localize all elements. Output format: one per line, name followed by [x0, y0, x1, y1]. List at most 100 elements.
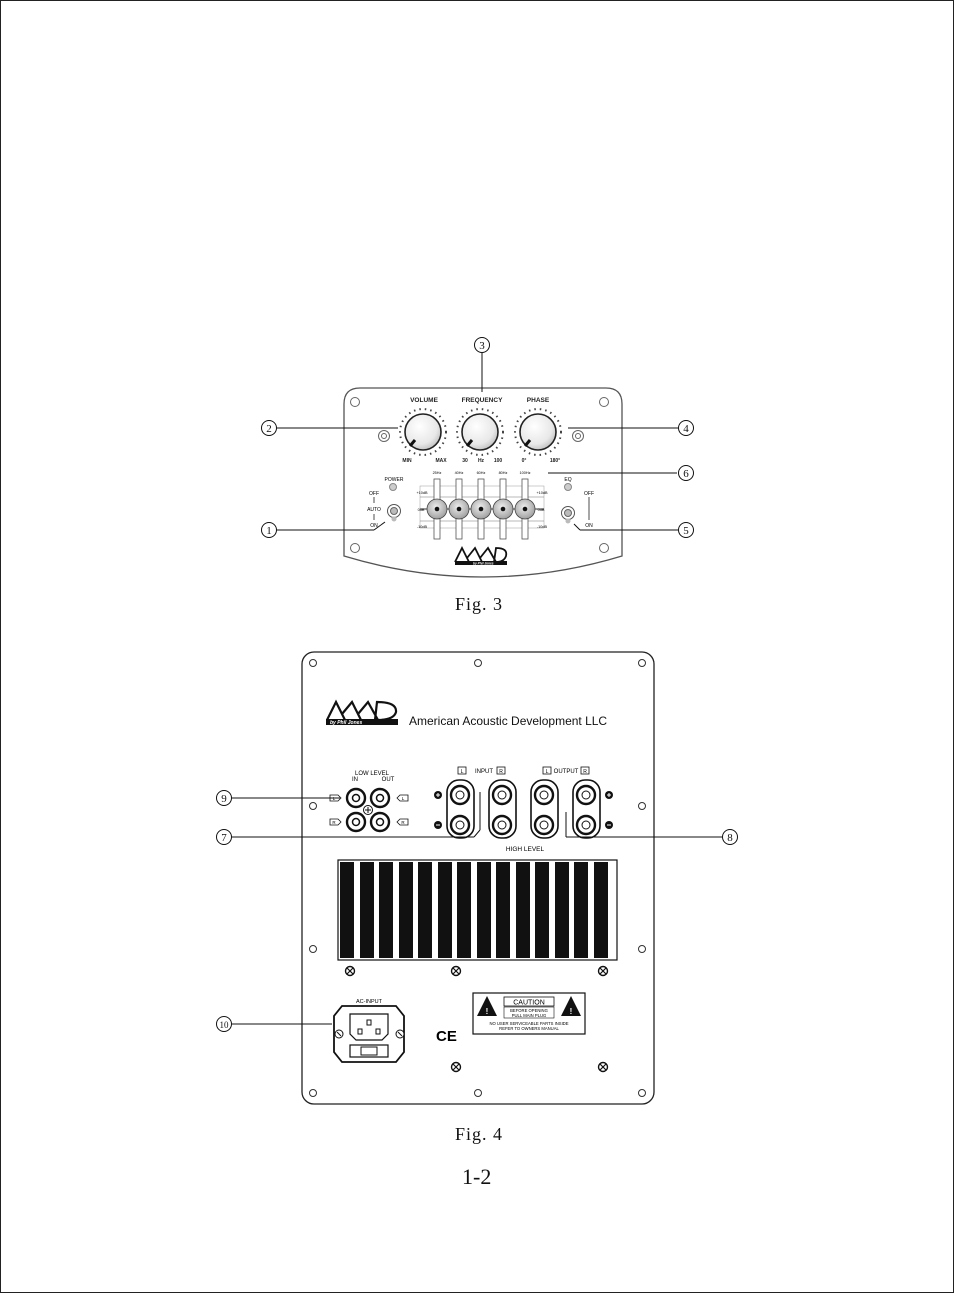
- callout-9: 9: [221, 793, 227, 805]
- low-in-right-channel: R: [332, 820, 336, 825]
- eq-slider-80hz[interactable]: [492, 478, 514, 540]
- left-switch-auto-label: AUTO: [367, 507, 381, 513]
- output-r-negative-terminal[interactable]: [575, 814, 597, 836]
- phase-knob[interactable]: [514, 408, 562, 456]
- power-indicator: [389, 483, 397, 491]
- eq-scale-bottom-right: -10dB: [537, 525, 548, 529]
- caution-title: CAUTION: [513, 1000, 545, 1007]
- eq-slider-40hz[interactable]: [448, 478, 470, 540]
- output-r-positive-terminal[interactable]: [575, 784, 597, 806]
- callout-1: 1: [266, 525, 272, 537]
- eq-band-60hz-label: 60Hz: [477, 471, 486, 475]
- eq-indicator: [564, 483, 572, 491]
- output-l-positive-terminal[interactable]: [533, 784, 555, 806]
- eq-section: 25Hz 40Hz 60Hz 80Hz 100Hz +10dB 0dB -10d…: [416, 471, 548, 540]
- volume-min-label: MIN: [402, 458, 412, 464]
- ce-mark: CE: [436, 1028, 457, 1045]
- right-switch-on-label: ON: [585, 523, 593, 529]
- eq-band-25hz-label: 25Hz: [433, 471, 442, 475]
- fig4-caption: Fig. 4: [455, 1124, 504, 1144]
- input-r-negative-terminal[interactable]: [491, 814, 513, 836]
- phase-label: PHASE: [527, 397, 550, 404]
- fig4-callouts: [216, 790, 738, 1032]
- low-level-rca-jacks: LOW LEVEL IN OUT L: [329, 771, 409, 833]
- low-level-in-label: IN: [352, 777, 358, 783]
- high-level-terminals: L INPUT R L OUTPUT R: [434, 766, 613, 853]
- aad-logo-fig3: by Phil Jones: [454, 545, 508, 566]
- auto-power-toggle-switch[interactable]: [387, 504, 401, 522]
- ac-input-socket[interactable]: AC-INPUT: [333, 999, 405, 1063]
- output-label: OUTPUT: [554, 769, 579, 775]
- heatsink-fins: [337, 859, 618, 961]
- volume-max-label: MAX: [435, 458, 447, 464]
- eq-scale-top-left: +10dB: [416, 491, 428, 495]
- frequency-min-label: 30: [462, 458, 468, 464]
- eq-scale-mid-right: 0dB: [538, 508, 545, 512]
- eq-scale-top-right: +10dB: [536, 491, 548, 495]
- input-label: INPUT: [475, 769, 493, 775]
- eq-slider-100hz[interactable]: [514, 478, 536, 540]
- rear-screw-holes: [309, 659, 646, 1097]
- frequency-max-label: 100: [494, 458, 503, 464]
- output-l-negative-terminal[interactable]: [533, 814, 555, 836]
- aad-logo-fig4: by Phil Jones: [326, 699, 398, 726]
- callout-7: 7: [221, 832, 227, 844]
- callout-8: 8: [727, 832, 733, 844]
- fig3-caption: Fig. 3: [455, 594, 504, 614]
- logo-sub-fig3: by Phil Jones: [473, 562, 494, 566]
- power-label: POWER: [385, 477, 404, 483]
- phase-min-label: 0°: [522, 458, 527, 464]
- fig3-callouts: [261, 337, 694, 538]
- eq-band-100hz-label: 100Hz: [520, 471, 531, 475]
- frequency-knob[interactable]: [456, 408, 504, 456]
- output-channel-r: R: [583, 769, 587, 775]
- eq-label: EQ: [564, 477, 571, 483]
- input-r-positive-terminal[interactable]: [491, 784, 513, 806]
- figure-4-rear-panel: by Phil Jones American Acoustic Developm…: [216, 651, 738, 1105]
- input-channel-l: L: [461, 769, 464, 775]
- input-l-positive-terminal[interactable]: [449, 784, 471, 806]
- phase-max-label: 180°: [550, 458, 560, 464]
- callout-6: 6: [683, 468, 689, 480]
- callout-3: 3: [479, 340, 485, 352]
- rca-in-right[interactable]: [345, 811, 367, 833]
- callout-2: 2: [266, 423, 272, 435]
- svg-text:!: !: [486, 1007, 489, 1016]
- eq-scale-bottom-left: -10dB: [417, 525, 428, 529]
- low-level-out-label: OUT: [382, 777, 395, 783]
- logo-sub-fig4: by Phil Jones: [330, 720, 362, 726]
- ac-input-label: AC-INPUT: [356, 999, 383, 1005]
- right-switch-off-label: OFF: [584, 491, 594, 497]
- input-l-negative-terminal[interactable]: [449, 814, 471, 836]
- company-name: American Acoustic Development LLC: [409, 714, 607, 728]
- callout-4: 4: [683, 423, 689, 435]
- eq-toggle-switch[interactable]: [561, 506, 575, 524]
- panel-screw-holes: [350, 397, 609, 553]
- caution-line3: NO USER SERVICEABLE PARTS INSIDE: [489, 1021, 568, 1026]
- rca-in-left[interactable]: [345, 787, 367, 809]
- page-number: 1-2: [462, 1164, 492, 1189]
- input-channel-r: R: [499, 769, 503, 775]
- caution-line4: REFER TO OWNERS MANUAL: [499, 1026, 559, 1031]
- rca-out-right[interactable]: [369, 811, 391, 833]
- rca-out-left[interactable]: [369, 787, 391, 809]
- low-level-title: LOW LEVEL: [355, 771, 390, 777]
- frequency-label: FREQUENCY: [462, 397, 503, 404]
- eq-band-80hz-label: 80Hz: [499, 471, 508, 475]
- callout-10: 10: [220, 1020, 230, 1030]
- volume-label: VOLUME: [410, 397, 438, 404]
- left-switch-on-label: ON: [370, 523, 378, 529]
- polarity-marks: [434, 791, 613, 829]
- output-channel-l: L: [546, 769, 549, 775]
- eq-slider-25hz[interactable]: [426, 478, 448, 540]
- callout-5: 5: [683, 525, 689, 537]
- low-out-right-channel: R: [401, 820, 405, 825]
- high-level-label: HIGH LEVEL: [506, 846, 545, 853]
- volume-knob[interactable]: [399, 408, 447, 456]
- eq-slider-60hz[interactable]: [470, 478, 492, 540]
- caution-label: ! ! CAUTION BEFORE OPENING PULL MAIN PLU…: [472, 992, 586, 1035]
- figure-3-control-panel: VOLUME FREQUENCY PHASE MIN MAX 30 Hz 100…: [261, 337, 694, 578]
- eq-band-40hz-label: 40Hz: [455, 471, 464, 475]
- caution-line1: BEFORE OPENING: [510, 1008, 548, 1013]
